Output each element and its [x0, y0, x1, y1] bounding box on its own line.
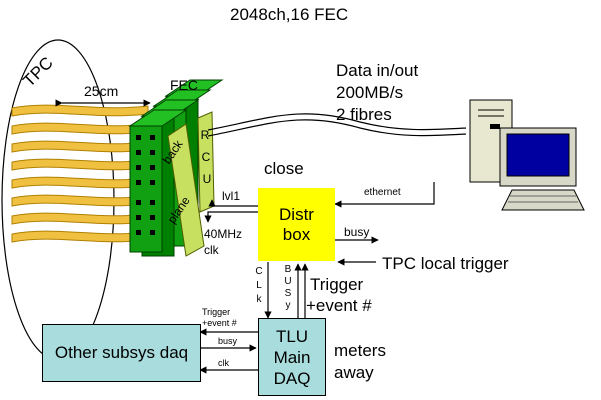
vertical-busy-s: S [284, 288, 292, 299]
trigger-event-line1: Trigger [310, 275, 364, 294]
vertical-busy-y: y [285, 300, 291, 311]
data-link-line3: 2 fibres [336, 105, 392, 124]
trigger-event-line2: +event # [306, 296, 372, 315]
lvl1-label: lvl1 [222, 189, 241, 203]
small-trigger-2: +event # [202, 318, 237, 328]
clk-line [204, 211, 258, 223]
tlu-line2: Main [273, 347, 311, 367]
vertical-clk-k: k [256, 294, 262, 305]
backplane [167, 123, 205, 257]
vertical-busy-b: B [284, 264, 292, 275]
data-link-line1: Data in/out [336, 61, 419, 80]
distr-box-line2: box [282, 224, 311, 244]
distr-box-line1: Distr [279, 204, 314, 224]
data-link-line2: 200MB/s [336, 83, 404, 102]
rcu-u: U [202, 172, 212, 186]
small-trigger-1: Trigger [202, 307, 231, 317]
tpc-trigger-label: TPC local trigger [382, 254, 509, 273]
meters-line1: meters [334, 341, 386, 360]
clock-freq-label: 40MHz [204, 227, 243, 241]
tlu-line3: DAQ [273, 368, 311, 388]
busy-out-label: busy [344, 225, 370, 239]
tlu-line1: TLU [275, 326, 309, 346]
small-busy: busy [218, 336, 238, 346]
tlu-box: TLU Main DAQ [258, 318, 326, 396]
clock-label: clk [204, 243, 219, 257]
lvl1-line [208, 199, 258, 207]
fibre-1 [207, 113, 467, 131]
meters-line2: away [334, 363, 374, 382]
close-label: close [264, 159, 304, 178]
small-clk: clk [218, 358, 229, 368]
vertical-busy-u: U [284, 276, 292, 287]
fec-label: FEC [170, 77, 198, 93]
length-label: 25cm [84, 83, 119, 99]
ethernet-label: ethernet [364, 187, 401, 198]
vertical-clk-l: L [256, 280, 262, 291]
channels-label: 2048ch,16 FEC [230, 5, 349, 24]
tpc-cables [11, 104, 149, 243]
ethernet-line [334, 182, 435, 208]
rcu-r: R [200, 128, 210, 142]
fibre-2 [207, 119, 467, 137]
rcu-c: C [201, 150, 211, 164]
computer-icon [469, 99, 585, 211]
other-subsys-box: Other subsys daq [42, 324, 201, 382]
vertical-clk-c: C [255, 266, 263, 277]
distr-box: Distr box [258, 188, 335, 261]
